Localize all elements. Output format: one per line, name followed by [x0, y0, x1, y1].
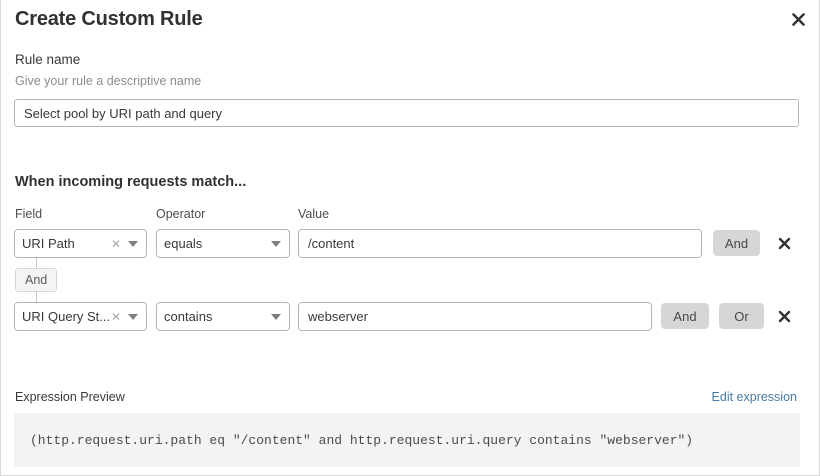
- expression-preview-code: (http.request.uri.path eq "/content" and…: [30, 432, 694, 448]
- operator-select-value: equals: [164, 236, 203, 251]
- rule-name-label: Rule name: [15, 52, 81, 67]
- operator-select-row-1[interactable]: equals: [156, 229, 290, 258]
- close-small-icon[interactable]: ✕: [110, 309, 121, 324]
- chevron-down-icon[interactable]: [128, 240, 138, 247]
- connector-line-top: [36, 258, 37, 269]
- value-input-row-2[interactable]: [298, 302, 652, 331]
- close-icon[interactable]: [785, 6, 811, 32]
- logical-connector-and[interactable]: And: [15, 268, 58, 292]
- field-select-value: URI Path: [22, 236, 75, 251]
- expression-preview-label: Expression Preview: [15, 390, 125, 404]
- and-button-row-2[interactable]: And: [661, 303, 709, 329]
- delete-row-button-row-1[interactable]: [772, 231, 796, 255]
- and-button-row-1[interactable]: And: [713, 230, 760, 256]
- connector-line-bottom: [36, 291, 37, 302]
- or-button-row-2[interactable]: Or: [719, 303, 764, 329]
- value-input-row-1[interactable]: [298, 229, 702, 258]
- column-header-value: Value: [298, 207, 330, 221]
- close-icon: [778, 237, 790, 249]
- expression-preview-box: (http.request.uri.path eq "/content" and…: [14, 413, 800, 467]
- condition-row: URI Query St... ✕ contains And Or: [1, 302, 820, 332]
- field-select-value: URI Query St...: [22, 309, 109, 324]
- column-header-field: Field: [15, 207, 43, 221]
- match-section-heading: When incoming requests match...: [15, 174, 247, 190]
- close-icon: [778, 310, 790, 322]
- edit-expression-link[interactable]: Edit expression: [711, 390, 797, 404]
- chevron-down-icon[interactable]: [128, 313, 138, 320]
- page-title: Create Custom Rule: [15, 8, 203, 30]
- chevron-down-icon[interactable]: [271, 313, 281, 320]
- rule-name-input[interactable]: [14, 99, 799, 127]
- delete-row-button-row-2[interactable]: [772, 304, 796, 328]
- field-select-row-1[interactable]: URI Path ✕: [14, 229, 147, 258]
- column-header-operator: Operator: [156, 207, 206, 221]
- close-icon-glyph: [791, 12, 805, 26]
- chevron-down-icon[interactable]: [271, 240, 281, 247]
- rule-name-help-text: Give your rule a descriptive name: [15, 74, 202, 88]
- field-select-row-2[interactable]: URI Query St... ✕: [14, 302, 147, 331]
- condition-row: URI Path ✕ equals And: [1, 229, 820, 259]
- operator-select-row-2[interactable]: contains: [156, 302, 290, 331]
- operator-select-value: contains: [164, 309, 213, 324]
- close-small-icon[interactable]: ✕: [110, 236, 121, 251]
